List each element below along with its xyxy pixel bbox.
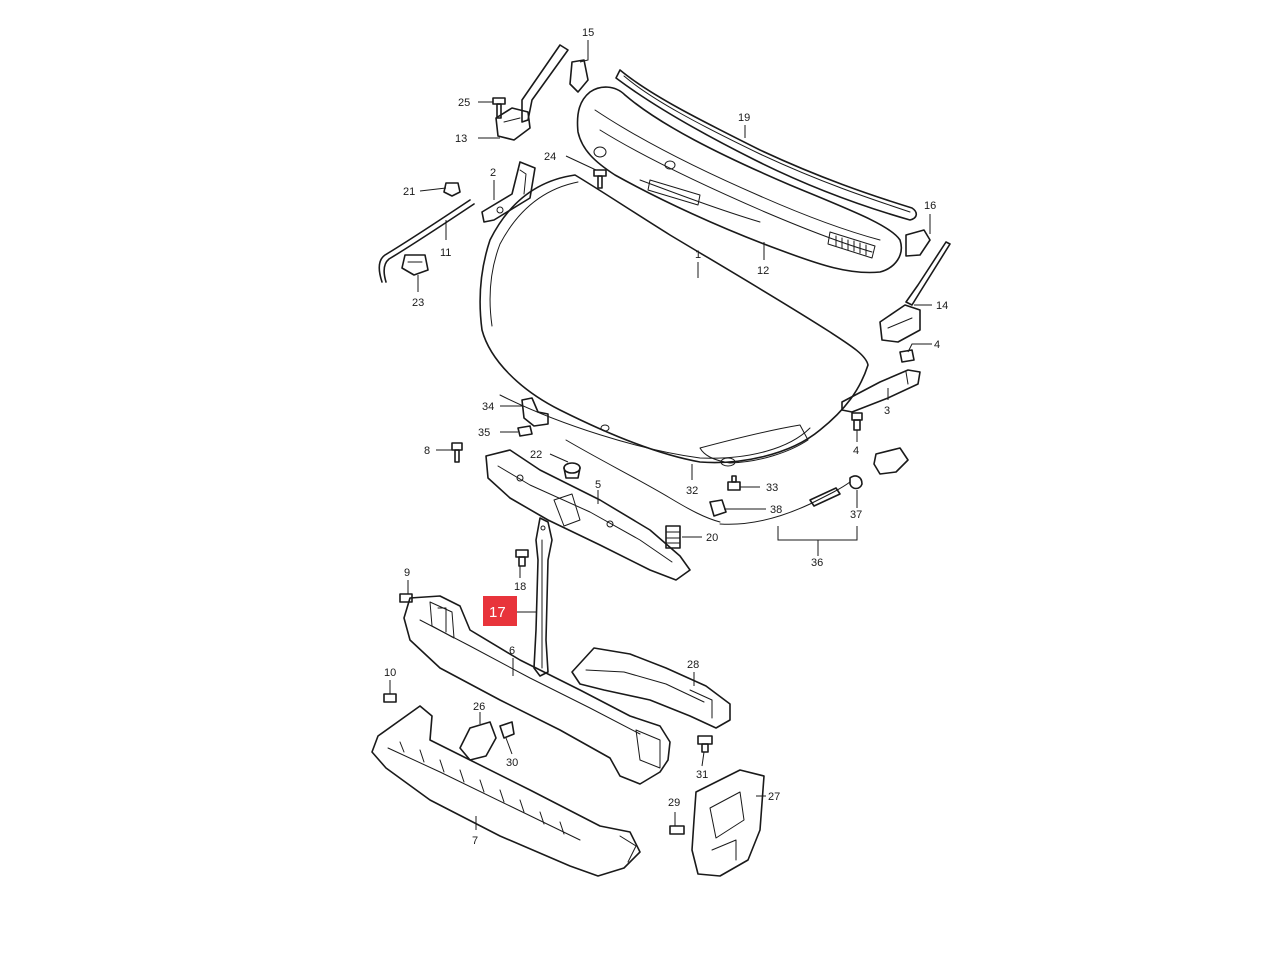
callout-5[interactable]: 5 (595, 479, 601, 491)
callout-23[interactable]: 23 (412, 297, 424, 309)
callout-27[interactable]: 27 (768, 791, 780, 803)
part-hood[interactable] (479, 174, 869, 467)
highlight-box[interactable] (483, 596, 517, 626)
part-cowl-panel[interactable] (576, 86, 902, 274)
part-cowl-top-seal[interactable] (615, 69, 918, 221)
callout-8[interactable]: 8 (424, 445, 430, 457)
part-bracket-16[interactable] (905, 229, 931, 257)
callout-21[interactable]: 21 (403, 186, 415, 198)
callout-6[interactable]: 6 (509, 645, 515, 657)
part-clip-33[interactable] (727, 475, 741, 491)
callout-28[interactable]: 28 (687, 659, 699, 671)
callout-25[interactable]: 25 (458, 97, 470, 109)
callout-2[interactable]: 2 (490, 167, 496, 179)
callout-12[interactable]: 12 (757, 265, 769, 277)
part-release-cable-36[interactable] (719, 481, 851, 525)
part-bumper-reinforcement-6[interactable] (403, 595, 671, 785)
part-screw-24[interactable] (593, 169, 607, 189)
part-stopper-22[interactable] (563, 462, 581, 479)
part-clip-30[interactable] (499, 721, 515, 739)
part-release-cable-32[interactable] (565, 439, 721, 523)
part-bolt-18[interactable] (515, 549, 529, 567)
leader-lines (389, 40, 932, 830)
part-screw-4-top[interactable] (899, 349, 915, 363)
callout-4-bottom[interactable]: 4 (853, 445, 859, 457)
callout-4-top[interactable]: 4 (934, 339, 940, 351)
part-bolt-35[interactable] (517, 425, 533, 437)
callout-37[interactable]: 37 (850, 509, 862, 521)
part-bolt-29[interactable] (669, 825, 685, 835)
callout-11[interactable]: 11 (440, 247, 451, 259)
callout-7[interactable]: 7 (472, 835, 478, 847)
callout-17-highlight[interactable]: 17 (483, 596, 517, 626)
part-hood-lock-34[interactable] (521, 397, 549, 427)
part-hood-hinge-left[interactable] (495, 44, 589, 141)
callout-18[interactable]: 18 (514, 581, 526, 593)
callout-29[interactable]: 29 (668, 797, 680, 809)
part-buffer-20[interactable] (665, 525, 681, 549)
callout-14[interactable]: 14 (936, 300, 948, 312)
part-clip-23[interactable] (401, 254, 429, 276)
callout-17[interactable]: 17 (489, 604, 506, 621)
callout-32[interactable]: 32 (686, 485, 698, 497)
part-hood-support-rod[interactable] (378, 199, 475, 283)
part-screw-4-bottom[interactable] (851, 412, 863, 431)
callout-34[interactable]: 34 (482, 401, 494, 413)
callout-35[interactable]: 35 (478, 427, 490, 439)
part-lower-absorber-7[interactable] (371, 705, 641, 877)
callout-30[interactable]: 30 (506, 757, 518, 769)
callout-36[interactable]: 36 (811, 557, 823, 569)
callout-20[interactable]: 20 (706, 532, 718, 544)
part-deflector-28[interactable] (571, 647, 731, 729)
callout-33[interactable]: 33 (766, 482, 778, 494)
callout-22[interactable]: 22 (530, 449, 542, 461)
callout-15[interactable]: 15 (582, 27, 594, 39)
callout-16[interactable]: 16 (924, 200, 936, 212)
part-release-handle-37[interactable] (849, 447, 909, 490)
part-side-guard-27[interactable] (691, 769, 765, 877)
callout-38[interactable]: 38 (770, 504, 782, 516)
part-clip-21[interactable] (443, 182, 461, 197)
callout-labels: 15 25 13 19 24 2 21 11 23 16 12 1 14 4 3… (384, 27, 948, 847)
callout-9[interactable]: 9 (404, 567, 410, 579)
part-center-stay-17[interactable] (533, 517, 553, 677)
part-bracket-26[interactable] (459, 721, 497, 761)
part-hood-hinge-right[interactable] (879, 241, 951, 343)
callout-3[interactable]: 3 (884, 405, 890, 417)
part-radiator-support-upper[interactable] (485, 449, 691, 581)
callout-10[interactable]: 10 (384, 667, 396, 679)
part-clip-31[interactable] (697, 735, 713, 753)
callout-26[interactable]: 26 (473, 701, 485, 713)
part-clip-38[interactable] (709, 499, 727, 517)
part-hinge-bolt-25[interactable] (492, 97, 506, 119)
part-hood-bracket-3[interactable] (841, 369, 921, 413)
part-bolt-8[interactable] (451, 442, 463, 463)
callout-13[interactable]: 13 (455, 133, 467, 145)
callout-19[interactable]: 19 (738, 112, 750, 124)
part-bolt-10[interactable] (383, 693, 397, 703)
callout-24[interactable]: 24 (544, 151, 556, 163)
part-hood-striker[interactable] (481, 161, 536, 223)
callout-31[interactable]: 31 (696, 769, 708, 781)
callout-1[interactable]: 1 (695, 249, 701, 261)
